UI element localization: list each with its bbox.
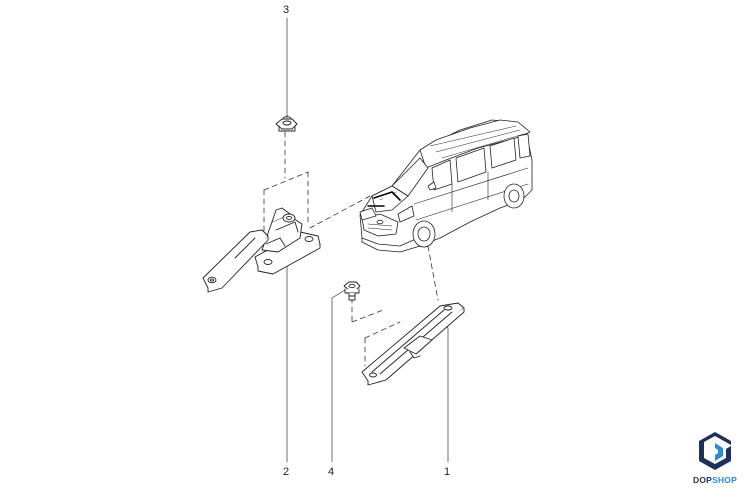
logo-text-shop: SHOP bbox=[712, 475, 737, 485]
callout-2: 2 bbox=[283, 466, 290, 478]
callout-1: 1 bbox=[444, 466, 451, 478]
part-1-bracket bbox=[361, 302, 465, 386]
callout-4: 4 bbox=[328, 466, 335, 478]
part-4-bolt bbox=[343, 281, 361, 301]
part-3-nut bbox=[275, 115, 298, 132]
logo-wordmark: DOPSHOP bbox=[690, 475, 740, 485]
callout-3: 3 bbox=[283, 4, 290, 16]
assembly-dashed-lines bbox=[263, 131, 439, 367]
leader-lines bbox=[286, 17, 449, 463]
logo-text-dop: DOP bbox=[693, 475, 713, 485]
dopshop-logo: DOPSHOP bbox=[690, 425, 740, 487]
logo-mark-icon bbox=[699, 432, 731, 470]
vehicle-illustration bbox=[359, 119, 533, 253]
part-2-hinge bbox=[202, 207, 321, 293]
